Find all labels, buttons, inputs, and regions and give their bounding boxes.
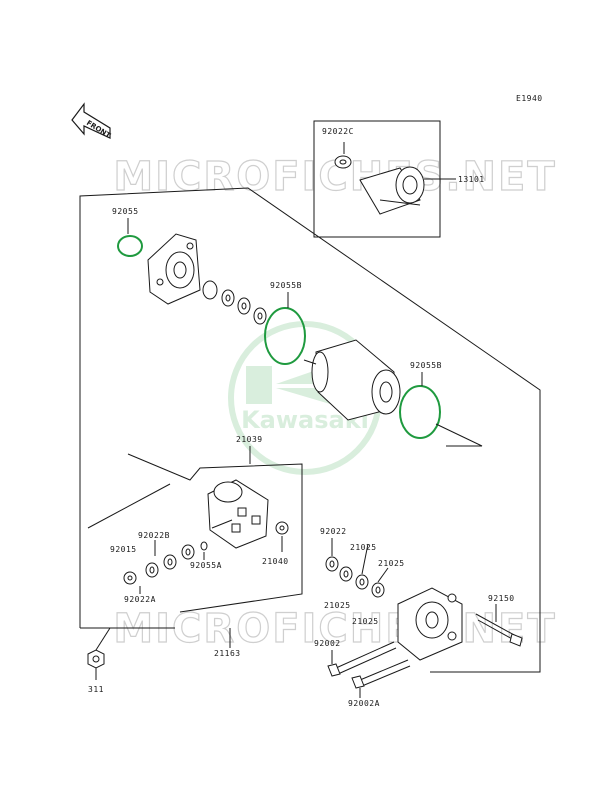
part-label-92022a: 92022A [124, 595, 156, 604]
part-label-92022b: 92022B [138, 531, 170, 540]
part-label-92015: 92015 [110, 545, 137, 554]
o-ring-92055 [117, 235, 143, 257]
brush-holder-box [127, 453, 303, 613]
part-label-21163: 21163 [214, 649, 241, 658]
part-label-92150: 92150 [488, 594, 515, 603]
o-ring-92055b-upper [264, 307, 306, 365]
part-label-92022c: 92022C [322, 127, 354, 136]
part-label-21039: 21039 [236, 435, 263, 444]
bendix-drive [334, 155, 425, 215]
part-label-21025-d: 21025 [352, 617, 379, 626]
brush-spring [275, 521, 289, 535]
bolt-92150 [475, 613, 523, 647]
watermark-top: MICROFICHES.NET [113, 154, 556, 200]
front-arrow-icon: FRONT [71, 102, 112, 140]
washer-stack-upper [202, 280, 267, 325]
part-label-311: 311 [88, 685, 104, 694]
part-label-92055b-right: 92055B [410, 361, 442, 370]
watermark-bottom: MICROFICHES.NET [113, 606, 556, 652]
o-ring-92055b-right [399, 385, 441, 439]
starter-yoke [303, 339, 401, 421]
washer-stack-rear [325, 556, 385, 598]
part-label-21025-a: 21025 [350, 543, 377, 552]
bolt-92002a [351, 659, 411, 689]
assembly-outline [79, 187, 541, 673]
part-label-92002a: 92002A [348, 699, 380, 708]
rear-end-cover [397, 587, 463, 661]
bolt-92002 [327, 641, 397, 677]
part-label-21025-c: 21025 [324, 601, 351, 610]
front-end-cover [147, 233, 201, 305]
part-label-13101: 13101 [458, 175, 485, 184]
part-label-92055b-upper: 92055B [270, 281, 302, 290]
part-label-92055a: 92055A [190, 561, 222, 570]
diagram-code: E1940 [516, 94, 543, 103]
washer-stack-lower [123, 541, 208, 585]
part-label-92002: 92002 [314, 639, 341, 648]
part-label-92022: 92022 [320, 527, 347, 536]
brush-plate [207, 479, 269, 549]
part-label-92055: 92055 [112, 207, 139, 216]
part-label-21040: 21040 [262, 557, 289, 566]
part-label-21025-b: 21025 [378, 559, 405, 568]
